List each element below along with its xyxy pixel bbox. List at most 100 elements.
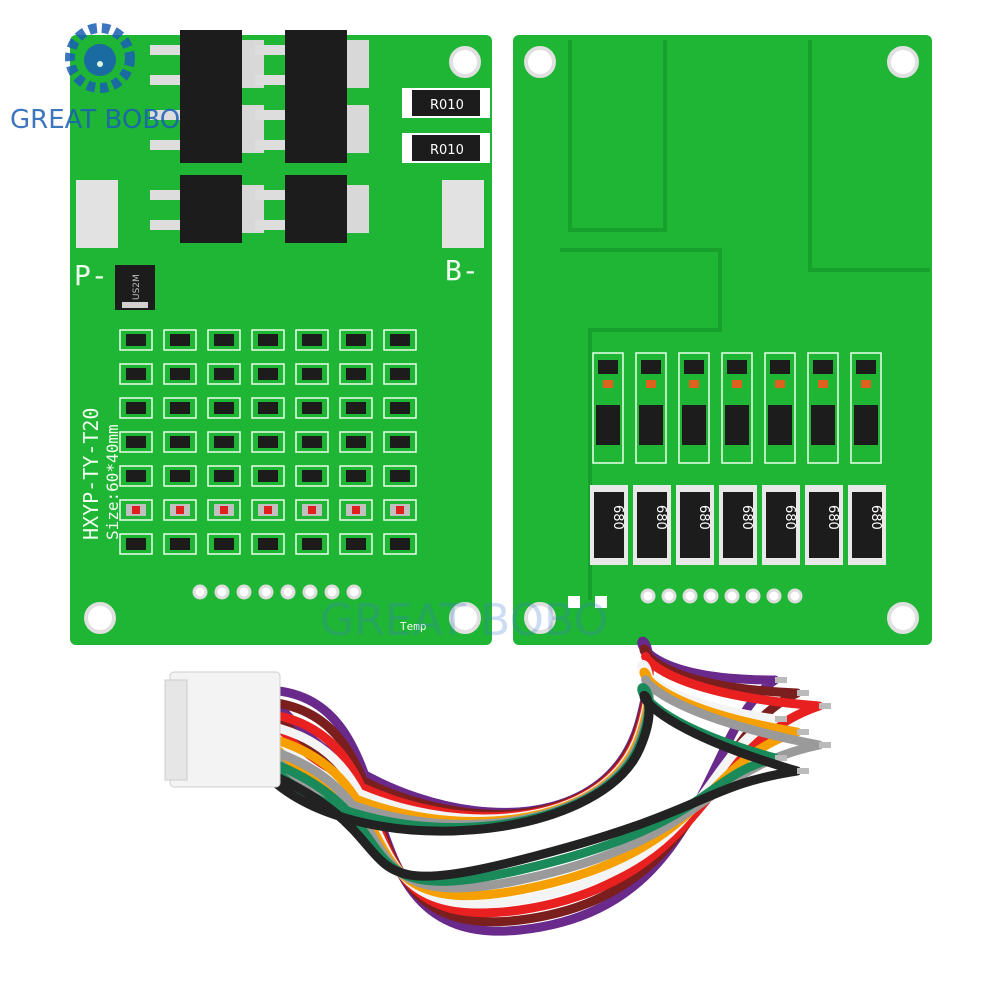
balance-cable [265,636,831,936]
wire-terminal [797,768,809,774]
wire-terminal [797,729,809,735]
mosfet [285,95,347,163]
connector-pad [324,584,340,600]
smd-component [390,402,410,414]
wire-terminal [775,716,787,722]
smd-component [214,436,234,448]
size-label: Size:60*40mm [103,424,122,540]
smd-component [170,334,190,346]
smd-component [214,334,234,346]
smd-component [258,334,278,346]
connector-pad [346,584,362,600]
smd-component [214,368,234,380]
shunt-label: R010 [430,143,464,158]
balance-resistor [637,492,667,558]
connector-pad [568,596,580,608]
smd-component [126,334,146,346]
smd-component [170,470,190,482]
mosfet [285,30,347,98]
smd-component [302,334,322,346]
wire-terminal [819,703,831,709]
mosfet [180,95,242,163]
wire-terminal [775,677,787,683]
mounting-hole [449,46,481,78]
shunt-resistor: R010 [402,133,490,163]
connector-pad [661,588,677,604]
resistor-label: 680 [825,505,840,530]
smd-component [346,436,366,448]
ic-chip [725,405,749,445]
mounting-hole [84,602,116,634]
model-label: HXYP-TY-T20 [79,408,103,540]
connector-pad [787,588,803,604]
brand-logo: GREAT BOBO [10,23,180,135]
mosfet [285,175,347,243]
ic-chip [854,405,878,445]
smd-component [170,538,190,550]
connector-pad [745,588,761,604]
balance-resistor [594,492,624,558]
ic-chip [682,405,706,445]
connector-pad [766,588,782,604]
gear-icon [65,23,135,93]
smd-component [126,436,146,448]
balance-resistor [852,492,882,558]
resistor-label: 680 [696,505,711,530]
connector-pad [280,584,296,600]
smd-component [258,368,278,380]
smd-component [346,368,366,380]
ic-chip [639,405,663,445]
connector-pad [724,588,740,604]
mounting-hole [449,602,481,634]
b-minus-label: B- [445,254,479,287]
smd-component [302,368,322,380]
connector-pad [682,588,698,604]
smd-component [390,470,410,482]
balance-resistor [723,492,753,558]
connector-pad [302,584,318,600]
smd-component [258,436,278,448]
resistor-label: 680 [653,505,668,530]
smd-component [258,402,278,414]
smd-component [126,368,146,380]
balance-resistor [809,492,839,558]
connector-pad [595,596,607,608]
pad-b-minus [442,180,484,248]
mounting-hole [524,602,556,634]
smd-component [258,470,278,482]
diode-mark: US2M [132,274,142,300]
smd-component [214,538,234,550]
smd-component [390,368,410,380]
wire-terminal [775,755,787,761]
smd-component [126,470,146,482]
jst-connector [164,671,281,788]
mounting-hole [887,602,919,634]
resistor-label: 680 [868,505,883,530]
smd-component [302,436,322,448]
resistor-label: 680 [610,505,625,530]
smd-component [170,402,190,414]
smd-component [390,334,410,346]
ic-chip [768,405,792,445]
smd-component [302,470,322,482]
smd-component [346,334,366,346]
connector-pad [258,584,274,600]
mosfet [180,175,242,243]
smd-component [346,402,366,414]
smd-component [390,538,410,550]
logo-text: GREAT BOBO [10,105,180,135]
connector-pad [214,584,230,600]
smd-component [390,436,410,448]
temp-label: Temp [400,620,427,633]
mounting-hole [887,46,919,78]
balance-resistor [680,492,710,558]
connector-pad [192,584,208,600]
connector-pad [703,588,719,604]
connector-pad [236,584,252,600]
wire [265,690,802,881]
smd-component [302,538,322,550]
smd-component [302,402,322,414]
smd-component [346,470,366,482]
